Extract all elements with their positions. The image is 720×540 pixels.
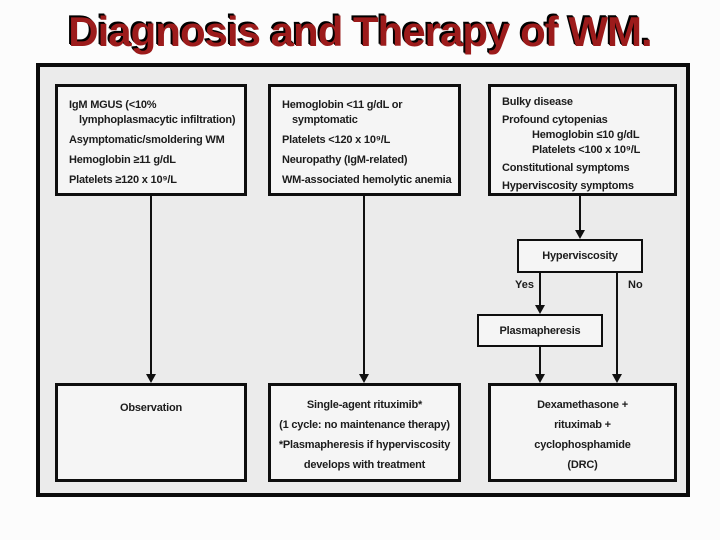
arrowhead-icon	[146, 374, 156, 383]
outcome-box-observation: Observation	[55, 383, 247, 482]
criteria-line: Hemoglobin <11 g/dL or	[282, 99, 403, 111]
page-title: Diagnosis and Therapy of WM.	[68, 8, 652, 55]
branch-label-yes: Yes	[515, 279, 534, 291]
criteria-box-symptomatic: Hemoglobin <11 g/dL or symptomatic Plate…	[268, 84, 461, 196]
criteria-line: Constitutional symptoms	[502, 162, 630, 174]
plasmapheresis-box: Plasmapheresis	[477, 314, 603, 347]
outcome-box-rituximab: Single-agent rituximib* (1 cycle: no mai…	[268, 383, 461, 482]
decision-label: Hyperviscosity	[542, 250, 618, 262]
outcome-line: (1 cycle: no maintenance therapy)	[279, 419, 450, 431]
outcome-box-drc: Dexamethasone + rituximab + cyclophospha…	[488, 383, 677, 482]
criteria-line: symptomatic	[292, 114, 358, 126]
outcome-label: Observation	[120, 402, 182, 414]
criteria-line: Hemoglobin ≤10 g/dL	[532, 129, 640, 141]
criteria-line: IgM MGUS (<10%	[69, 99, 157, 111]
connector-line-plasmapheresis	[539, 347, 541, 375]
outcome-line: develops with treatment	[303, 459, 426, 471]
outcome-line: Single-agent rituximib*	[306, 399, 423, 411]
outcome-line: rituximab +	[554, 419, 611, 431]
criteria-line: Profound cytopenias	[502, 114, 608, 126]
arrowhead-icon	[612, 374, 622, 383]
outcome-line: (DRC)	[567, 459, 598, 471]
connector-line-middle	[363, 196, 365, 375]
criteria-line: lymphoplasmacytic infiltration)	[79, 114, 236, 126]
connector-line-yes	[539, 273, 541, 306]
arrowhead-icon	[535, 374, 545, 383]
outcome-line: cyclophosphamide	[534, 439, 631, 451]
arrowhead-icon	[359, 374, 369, 383]
connector-line-no	[616, 273, 618, 375]
criteria-box-asymptomatic: IgM MGUS (<10% lymphoplasmacytic infiltr…	[55, 84, 247, 196]
outcome-line: *Plasmapheresis if hyperviscosity	[278, 439, 451, 451]
criteria-line: Hemoglobin ≥11 g/dL	[69, 154, 176, 166]
criteria-line: WM-associated hemolytic anemia	[282, 174, 452, 186]
criteria-line: Platelets ≥120 x 10⁹/L	[69, 174, 177, 186]
criteria-box-severe: Bulky disease Profound cytopenias Hemogl…	[488, 84, 677, 196]
criteria-line: Bulky disease	[502, 96, 573, 108]
plasmapheresis-label: Plasmapheresis	[499, 324, 581, 337]
flowchart-panel: IgM MGUS (<10% lymphoplasmacytic infiltr…	[36, 63, 690, 497]
criteria-line: Platelets <120 x 10⁹/L	[282, 134, 391, 146]
arrowhead-icon	[535, 305, 545, 314]
criteria-line: Hyperviscosity symptoms	[502, 180, 634, 192]
arrowhead-icon	[575, 230, 585, 239]
outcome-line: Dexamethasone +	[537, 399, 628, 411]
criteria-line: Platelets <100 x 10⁹/L	[532, 144, 641, 156]
criteria-line: Neuropathy (IgM-related)	[282, 154, 408, 166]
connector-line-to-decision	[579, 196, 581, 231]
connector-line-left	[150, 196, 152, 375]
decision-box-hyperviscosity: Hyperviscosity	[517, 239, 643, 273]
branch-label-no: No	[628, 279, 643, 291]
criteria-line: Asymptomatic/smoldering WM	[69, 134, 225, 146]
